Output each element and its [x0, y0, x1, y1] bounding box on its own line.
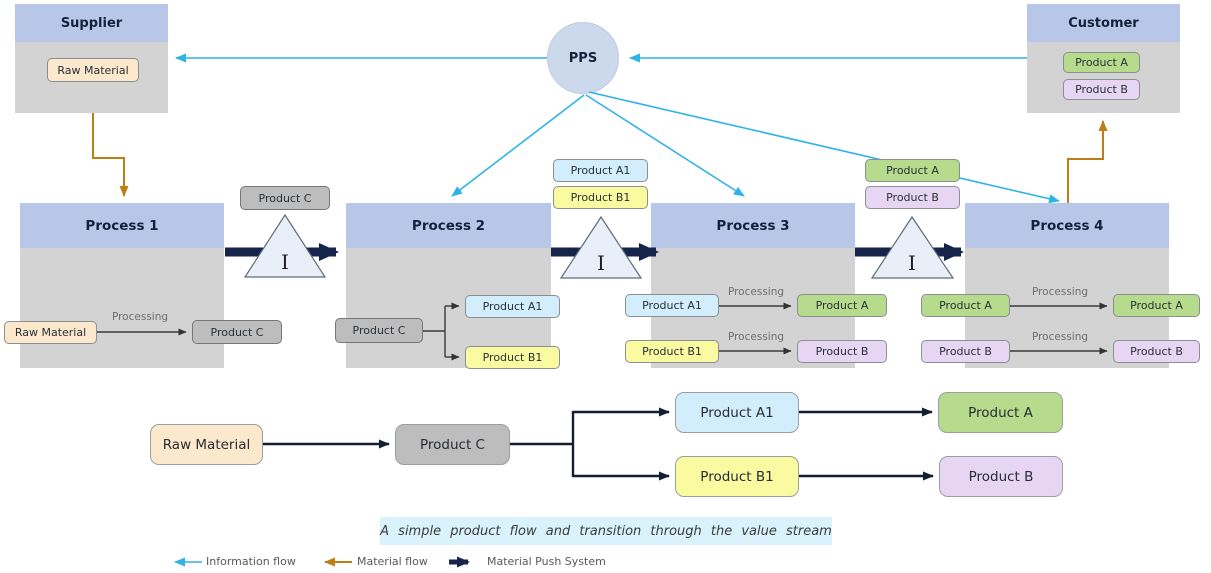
process-3-product-a-chip: Product A — [797, 294, 887, 317]
process-4-product-a-in-chip: Product A — [921, 294, 1010, 317]
inventory-symbol-2: I — [597, 251, 605, 275]
process-4-product-b-in-chip: Product B — [921, 340, 1010, 363]
process-4-product-b-out-chip: Product B — [1113, 340, 1200, 363]
process-3-product-b-chip: Product B — [797, 340, 887, 363]
process-1-product-c-chip: Product C — [192, 320, 282, 344]
process-2-product-c-chip: Product C — [335, 318, 423, 343]
process-3-processing-label-1: Processing — [727, 286, 785, 298]
process-4-processing-label-2: Processing — [1031, 331, 1089, 343]
process-3-product-b1-chip: Product B1 — [625, 340, 719, 363]
customer-product-a-chip: Product A — [1063, 52, 1140, 73]
customer-product-b-chip: Product B — [1063, 79, 1140, 100]
flow-product-a-node: Product A — [938, 392, 1063, 433]
process-1-raw-material-chip: Raw Material — [4, 321, 97, 344]
legend-push-system-label: Material Push System — [487, 555, 606, 568]
legend-information-flow-label: Information flow — [206, 555, 296, 568]
process-3-product-a1-chip: Product A1 — [625, 294, 719, 317]
process-1-processing-label: Processing — [111, 311, 169, 323]
process-1-body — [20, 248, 224, 368]
material-flow-supplier-to-process-1 — [92, 113, 129, 197]
flow-product-b-node: Product B — [939, 456, 1063, 497]
inventory-3-product-a-chip: Product A — [865, 159, 960, 182]
diagram-caption: A simple product flow and transition thr… — [380, 517, 832, 545]
process-4-title: Process 4 — [965, 203, 1169, 248]
process-3-title: Process 3 — [651, 203, 855, 248]
process-4-product-a-out-chip: Product A — [1113, 294, 1200, 317]
customer-title: Customer — [1027, 4, 1180, 42]
inventory-1-product-c-chip: Product C — [240, 186, 330, 210]
material-flow-process-4-to-customer — [1067, 120, 1108, 203]
inventory-2-product-b1-chip: Product B1 — [553, 186, 648, 209]
pps-node: PPS — [547, 22, 619, 94]
inventory-triangle-3 — [870, 215, 955, 279]
inventory-3-product-b-chip: Product B — [865, 186, 960, 209]
legend-material-flow-label: Material flow — [357, 555, 428, 568]
process-1-box: Process 1 — [20, 203, 224, 368]
inventory-symbol-3: I — [908, 251, 916, 275]
process-4-processing-label-1: Processing — [1031, 286, 1089, 298]
flow-raw-material-node: Raw Material — [150, 424, 263, 465]
supplier-title: Supplier — [15, 4, 168, 42]
process-1-title: Process 1 — [20, 203, 224, 248]
inventory-triangle-2 — [559, 215, 643, 279]
process-2-product-b1-chip: Product B1 — [465, 346, 560, 369]
process-2-title: Process 2 — [346, 203, 551, 248]
process-2-product-a1-chip: Product A1 — [465, 295, 560, 318]
supplier-raw-material-chip: Raw Material — [47, 58, 139, 82]
inventory-symbol-1: I — [281, 250, 289, 274]
flow-product-b1-node: Product B1 — [675, 456, 799, 497]
info-flow-pps-to-process-4 — [588, 91, 1060, 204]
inventory-2-product-a1-chip: Product A1 — [553, 159, 648, 182]
inventory-triangle-1 — [243, 213, 327, 278]
process-2-box: Process 2 — [346, 203, 551, 368]
flow-product-a1-node: Product A1 — [675, 392, 799, 433]
flow-product-c-node: Product C — [395, 424, 510, 465]
process-3-processing-label-2: Processing — [727, 331, 785, 343]
